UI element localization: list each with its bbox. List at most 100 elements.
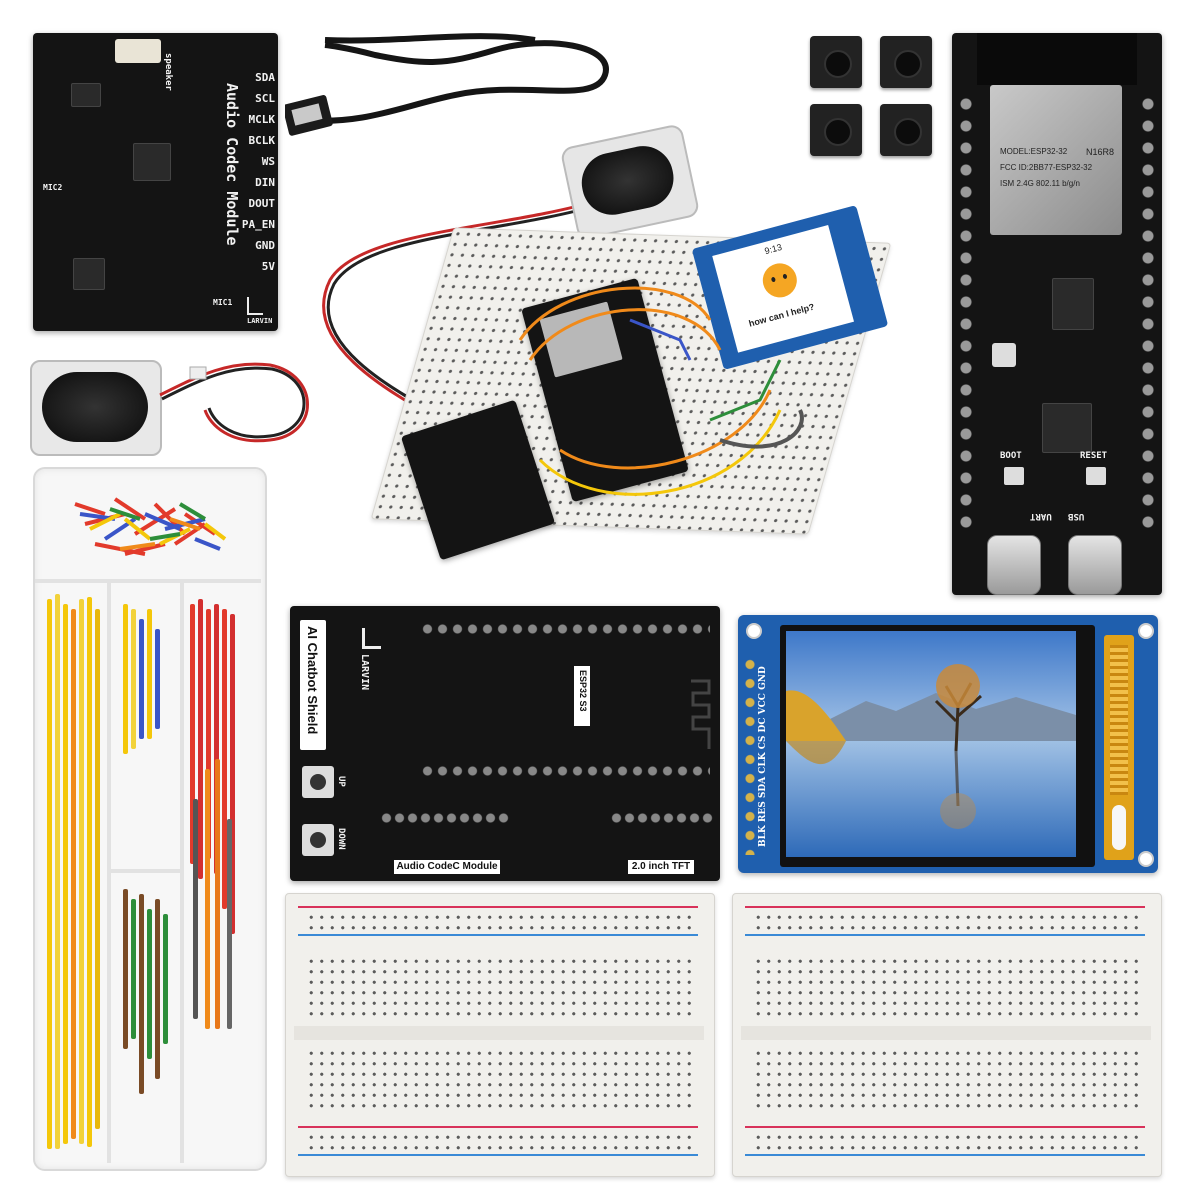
down-button (302, 824, 334, 856)
reset-label: RESET (1080, 451, 1108, 461)
tft-display-module: BLK RES SDA CLK CS DC VCC GND (738, 615, 1158, 873)
yellow-wire (55, 594, 60, 1149)
module-text: N16R8 (1086, 147, 1115, 157)
mic2-label: MIC2 (43, 183, 63, 192)
mixed-short-wires (74, 497, 227, 556)
speaker (30, 360, 162, 456)
antenna-trace (691, 679, 711, 749)
regulator-chip (71, 83, 101, 107)
esp32-label-box: ESP32 S3 (574, 666, 590, 726)
shield-brand: LARVIN (359, 654, 370, 691)
yellow-wire (63, 604, 68, 1144)
pin-label: SDA (255, 71, 275, 84)
mount-hole (746, 623, 762, 639)
usb-cable (285, 33, 609, 136)
demo-screen-time: 9:13 (763, 241, 783, 257)
shield-bottom-header (420, 764, 710, 778)
up-button (302, 766, 334, 798)
left-pin-row (958, 93, 974, 533)
esp32-chip-label: ESP32 S3 (578, 670, 588, 712)
pin-label: WS (261, 155, 275, 168)
demo-jumper-wires (518, 286, 804, 496)
orange-wire (71, 609, 76, 1139)
larvin-logo-icon (362, 628, 381, 649)
breadboard-left (285, 893, 715, 1177)
audio-module-pin-column: SDA SCL MCLK BCLK WS DIN DOUT PA_EN GND … (227, 71, 275, 281)
audio-header-label-box: Audio CodeC Module (394, 860, 500, 874)
shield-title: AI Chatbot Shield (305, 626, 320, 735)
pin-label: DOUT (248, 197, 276, 210)
tactile-button (880, 36, 932, 88)
usb-c-port (1068, 535, 1122, 595)
esp32-module-shield: MODEL:ESP32-32 N16R8 FCC ID:2BB77-ESP32-… (990, 85, 1122, 235)
box-divider (111, 869, 181, 873)
tft-pin-row (744, 655, 756, 855)
mic1-label: MIC1 (213, 298, 233, 307)
yellow-wire (47, 599, 52, 1149)
mount-hole (1138, 623, 1154, 639)
green-wire (131, 899, 136, 1039)
demo-speaker-cone (576, 140, 680, 221)
yellow-wire (87, 597, 92, 1147)
grey-wire (193, 799, 198, 1019)
pin-label: PA_EN (241, 218, 275, 231)
right-pin-row (1140, 93, 1156, 533)
module-text: ISM 2.4G 802.11 b/g/n (1000, 179, 1080, 188)
red-wire (214, 604, 219, 874)
blue-wire (139, 619, 144, 739)
red-wire (206, 609, 211, 859)
audio-module-brand: LARVIN (247, 317, 273, 325)
uart-usb-c-port (987, 535, 1041, 595)
tft-pin-labels: BLK RES SDA CLK CS DC VCC GND (758, 666, 768, 847)
speaker-wire (159, 362, 309, 443)
orange-wire (205, 769, 210, 1029)
tft-bezel (780, 625, 1095, 867)
box-divider (107, 583, 111, 1163)
tft-header-label-box: 2.0 inch TFT (628, 860, 694, 874)
grey-wire (227, 819, 232, 1029)
yellow-wire (95, 609, 100, 1129)
lake-tree-wallpaper (786, 631, 1076, 857)
audio-codec-module: speaker Audio Codec Module SDA SCL MCLK … (33, 33, 278, 331)
jumper-wire-box (33, 467, 267, 1171)
tft-flex-cable (1104, 635, 1134, 860)
orange-wire (215, 759, 220, 1029)
pin-label: SCL (255, 92, 275, 105)
ai-chatbot-shield: AI Chatbot Shield LARVIN ESP32 S3 UP DOW… (290, 606, 720, 881)
box-divider (35, 579, 261, 583)
speaker-label: speaker (163, 53, 173, 91)
speaker-cone (42, 372, 148, 442)
tactile-button (880, 104, 932, 156)
red-wire (230, 614, 235, 934)
tft-header (610, 811, 714, 825)
speaker-connector (115, 39, 161, 63)
red-wire (190, 604, 195, 864)
rgb-led (992, 343, 1016, 367)
pin-label: 5V (261, 260, 275, 273)
amp-chip (73, 258, 105, 290)
brown-wire (123, 889, 128, 1049)
brown-wire (139, 894, 144, 1094)
boot-button (1004, 467, 1024, 485)
brown-wire (155, 899, 160, 1079)
red-wire (222, 609, 227, 909)
audio-header-label: Audio CodeC Module (396, 861, 498, 872)
reset-button (1086, 467, 1106, 485)
audio-header (380, 811, 510, 825)
shield-title-box: AI Chatbot Shield (300, 620, 326, 750)
tactile-button (810, 104, 862, 156)
tactile-button (810, 36, 862, 88)
pin-label: DIN (255, 176, 275, 189)
yellow-wire (123, 604, 128, 754)
pin-label: GND (255, 239, 275, 252)
module-text: MODEL:ESP32-32 (1000, 147, 1068, 156)
usb-label: USB (1068, 511, 1085, 521)
green-wire (147, 909, 152, 1059)
tft-header-label: 2.0 inch TFT (631, 861, 691, 872)
up-label: UP (336, 776, 346, 787)
codec-chip (133, 143, 171, 181)
module-text: FCC ID:2BB77-ESP32-32 (1000, 163, 1093, 172)
esp32-s3-board: MODEL:ESP32-32 N16R8 FCC ID:2BB77-ESP32-… (952, 33, 1162, 595)
box-divider (180, 583, 184, 1163)
yellow-wire (147, 609, 152, 739)
